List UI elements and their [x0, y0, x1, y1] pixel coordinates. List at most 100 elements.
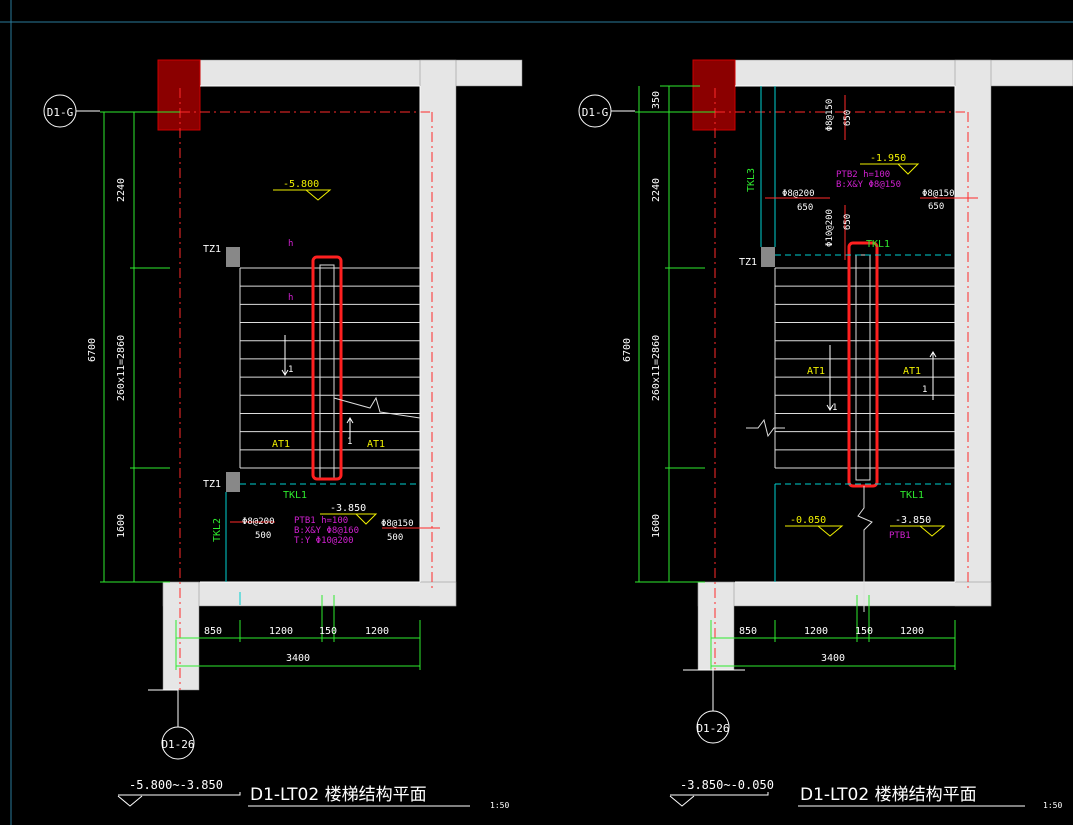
stair-label-a-right: AT1 — [807, 366, 825, 377]
tz-column-right — [761, 247, 775, 267]
tz-upper-label-left: TZ1 — [203, 244, 221, 255]
dim-lines-horizontal-right — [710, 595, 956, 670]
walls-right — [692, 59, 1073, 671]
rebar-b-len-right: 650 — [797, 203, 813, 213]
rebar-c-right: Φ10@200 — [825, 209, 835, 247]
tz-column-lower-left — [226, 472, 240, 492]
arrow-2-left: 1 — [347, 437, 352, 447]
stair-label-b-right: AT1 — [903, 366, 921, 377]
dim-h-2-left: 1200 — [269, 626, 293, 637]
title-triangle-left — [117, 795, 143, 807]
stair-treads-left — [239, 267, 420, 469]
dim-v-3-right: 1600 — [651, 514, 662, 538]
grid-bubble-top-right — [578, 94, 635, 128]
dim-lines-horizontal-left — [175, 595, 421, 670]
stair-well-left — [319, 264, 335, 479]
dim-total-right: 6700 — [622, 338, 633, 362]
rebar-a-left: Φ8@200 — [242, 517, 275, 527]
scale-left: 1:50 — [490, 801, 509, 810]
dim-v-1-right: 2240 — [651, 178, 662, 202]
arrow-1-right: 1 — [832, 403, 837, 413]
break-line-left — [333, 396, 421, 419]
elev-mark-lower-left-right — [785, 525, 844, 537]
beam-lines-right — [760, 86, 955, 582]
grid-bubble-top-left — [43, 94, 100, 128]
dim-v-0-right: 350 — [651, 91, 662, 109]
dim-h-3-right: 150 — [855, 626, 873, 637]
dim-total-left: 6700 — [87, 338, 98, 362]
dim-h-1-left: 850 — [204, 626, 222, 637]
tz-lower-label-left: TZ1 — [203, 479, 221, 490]
dim-lines-vertical-left — [100, 111, 180, 583]
stair-treads-right — [774, 267, 955, 469]
grid-label-bottom-right: D1-26 — [696, 722, 729, 735]
labels-right: D1-G D1-26 350 2240 260x11=2860 1600 670… — [582, 91, 1063, 810]
beam-tkl1-top-right: TKL1 — [866, 239, 890, 250]
elev-lower-left: -3.850 — [330, 503, 366, 514]
dim-width-right: 3400 — [821, 653, 845, 664]
dim-lines-vertical-right — [635, 85, 715, 583]
slab-top-left: T:Y Φ10@200 — [294, 536, 354, 546]
slab-name-right: PTB2 h=100 — [836, 170, 890, 180]
slab-bot-left: B:X&Y Φ8@160 — [294, 526, 359, 536]
dim-h-1-right: 850 — [739, 626, 757, 637]
title-triangle-right — [669, 795, 695, 807]
dim-width-left: 3400 — [286, 653, 310, 664]
panel-left — [43, 59, 523, 807]
rebar-b-right: Φ8@200 — [782, 189, 815, 199]
tz-label-right: TZ1 — [739, 257, 757, 268]
grid-bubble-bottom-left — [148, 689, 195, 760]
rebar-a-len-right: 650 — [843, 110, 853, 126]
stair-label-b-left: AT1 — [367, 439, 385, 450]
rebar-b-len-left: 500 — [387, 533, 403, 543]
break-line-right-a — [746, 418, 785, 438]
dim-v-3-left: 1600 — [116, 514, 127, 538]
title-right: D1-LT02 楼梯结构平面 — [800, 785, 977, 805]
dim-h-4-right: 1200 — [900, 626, 924, 637]
highlight-box-left — [311, 255, 343, 481]
step-mark-a-left: h — [288, 239, 293, 249]
slab-name-left: PTB1 h=100 — [294, 516, 348, 526]
column-right — [692, 59, 736, 131]
grid-bubble-bottom-right — [683, 669, 745, 744]
arrow-1-left: 1 — [288, 365, 293, 375]
beam-tkl2-left: TKL2 — [212, 518, 223, 542]
step-mark-b-left: h — [288, 293, 293, 303]
grid-label-top-left: D1-G — [47, 106, 74, 119]
grid-label-top-right: D1-G — [582, 106, 609, 119]
elev-range-left: -5.800~-3.850 — [129, 778, 223, 792]
walk-arrows — [281, 335, 937, 440]
slab-lower-right: PTB1 — [889, 531, 911, 541]
stair-label-a-left: AT1 — [272, 439, 290, 450]
title-underline-right — [670, 792, 769, 796]
rebar-a-len-left: 500 — [255, 531, 271, 541]
highlight-box-right — [847, 241, 879, 488]
tz-column-upper-left — [226, 247, 240, 267]
grid-label-bottom-left: D1-26 — [161, 738, 194, 751]
stair-outline-right — [735, 85, 956, 583]
title-left: D1-LT02 楼梯结构平面 — [250, 785, 427, 805]
beam-tkl1-bottom-right: TKL1 — [900, 490, 924, 501]
rebar-d-len-right: 650 — [928, 202, 944, 212]
walls-left — [157, 59, 523, 691]
elev-mark-lower-right-right — [890, 525, 946, 537]
elev-mark-upper-right — [860, 163, 920, 175]
panel-right — [578, 59, 1073, 807]
arrow-2-right: 1 — [922, 385, 927, 395]
beam-lines-left — [225, 483, 420, 605]
rebar-d-right: Φ8@150 — [922, 189, 955, 199]
dim-h-2-right: 1200 — [804, 626, 828, 637]
elev-range-right: -3.850~-0.050 — [680, 778, 774, 792]
dim-v-2-left: 260x11=2860 — [116, 335, 127, 401]
dim-h-4-left: 1200 — [365, 626, 389, 637]
rebar-lines-right — [765, 95, 978, 260]
stair-well-right — [855, 254, 871, 481]
elev-mark-upper-left — [273, 189, 332, 201]
stair-outline-left — [200, 85, 421, 583]
elev-lower-left-right: -0.050 — [790, 515, 826, 526]
column-left — [157, 59, 201, 131]
scale-right: 1:50 — [1043, 801, 1062, 810]
rebar-a-right: Φ8@150 — [825, 99, 835, 132]
title-underline-left — [118, 792, 241, 796]
